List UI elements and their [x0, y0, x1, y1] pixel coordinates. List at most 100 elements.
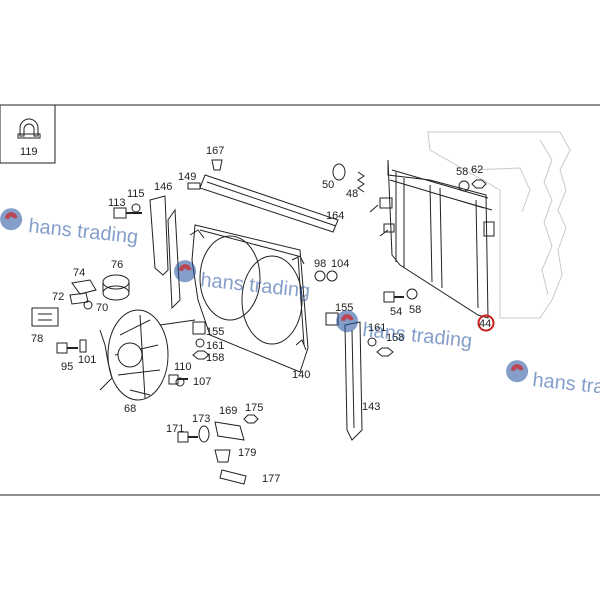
logo-circle-blue: [174, 260, 197, 283]
grommet-155-right[interactable]: [325, 312, 339, 326]
label-72[interactable]: 72: [52, 291, 64, 303]
label-161-left[interactable]: 161: [206, 340, 224, 352]
label-113[interactable]: 113: [108, 197, 126, 209]
label-143[interactable]: 143: [362, 401, 380, 413]
bracket-146-shape: [149, 195, 169, 276]
hans-trading-logo-icon: [336, 310, 359, 333]
nut-62[interactable]: [471, 179, 487, 189]
label-115[interactable]: 115: [127, 188, 145, 200]
grommet-155-shape: [192, 321, 206, 335]
label-70[interactable]: 70: [96, 302, 108, 314]
nut-62-hex: [471, 179, 487, 189]
label-104[interactable]: 104: [331, 258, 349, 270]
label-171[interactable]: 171: [166, 423, 184, 435]
retainer-177[interactable]: [219, 469, 247, 485]
label-54[interactable]: 54: [390, 306, 402, 318]
washer-58-top-ring: [458, 180, 470, 192]
fan-shroud[interactable]: [189, 224, 309, 373]
part-167-shape: [211, 159, 223, 171]
nut-158-right-hex: [376, 347, 394, 357]
bracket-169[interactable]: [214, 421, 245, 441]
connector-101-shape: [79, 339, 87, 353]
washer-58-top[interactable]: [458, 180, 470, 192]
screw-107[interactable]: [168, 374, 188, 385]
watermark-4: hans trading: [506, 360, 600, 402]
damper-76[interactable]: [102, 274, 130, 301]
screw-113-head: [113, 207, 127, 219]
label-76[interactable]: 76: [111, 259, 123, 271]
label-50[interactable]: 50: [322, 179, 334, 191]
label-158-left[interactable]: 158: [206, 352, 224, 364]
washer-115[interactable]: [131, 203, 141, 213]
label-110[interactable]: 110: [174, 361, 192, 373]
label-169[interactable]: 169: [219, 405, 237, 417]
nut-161-right[interactable]: [367, 337, 377, 347]
hans-trading-logo-icon: [0, 208, 23, 231]
label-167[interactable]: 167: [206, 145, 224, 157]
logo-swoosh-red: [511, 364, 524, 372]
watermark-3: hans trading: [336, 310, 473, 352]
grommet-155-left[interactable]: [192, 321, 206, 335]
resistor-78[interactable]: [31, 307, 59, 327]
label-173[interactable]: 173: [192, 413, 210, 425]
condenser-assembly[interactable]: [369, 159, 495, 319]
label-179[interactable]: 179: [238, 447, 256, 459]
label-146[interactable]: 146: [154, 181, 172, 193]
label-62[interactable]: 62: [471, 164, 483, 176]
label-161-right[interactable]: 161: [368, 322, 386, 334]
label-68[interactable]: 68: [124, 403, 136, 415]
condenser-core-lines: [395, 172, 479, 309]
shroud-tabs: [189, 229, 307, 351]
label-155-left[interactable]: 155: [206, 326, 224, 338]
screw-54[interactable]: [383, 291, 404, 303]
inset-clamp-119[interactable]: 119: [0, 104, 56, 164]
bracket-72[interactable]: [69, 292, 89, 305]
seal-strip[interactable]: [199, 174, 339, 233]
logo-swoosh-red: [5, 212, 18, 220]
part-167[interactable]: [211, 159, 223, 171]
condenser-fitting-lower: [383, 223, 395, 233]
screw-113[interactable]: [113, 207, 142, 219]
right-side-baffle[interactable]: [344, 321, 363, 441]
part-70[interactable]: [83, 300, 93, 310]
nut-161-left[interactable]: [195, 338, 205, 348]
fan-motor-hub: [117, 342, 143, 368]
label-98[interactable]: 98: [314, 258, 326, 270]
label-95[interactable]: 95: [61, 361, 73, 373]
nut-175[interactable]: [243, 414, 259, 424]
label-140[interactable]: 140: [292, 369, 310, 381]
washer-98[interactable]: [314, 270, 326, 282]
label-58-top[interactable]: 58: [456, 166, 468, 178]
hans-trading-logo-icon: [506, 360, 529, 383]
label-78[interactable]: 78: [31, 333, 43, 345]
spring-48[interactable]: [357, 171, 365, 193]
label-158-right[interactable]: 158: [386, 332, 404, 344]
label-107[interactable]: 107: [193, 376, 211, 388]
screw-171[interactable]: [177, 431, 198, 443]
screw-95[interactable]: [56, 342, 78, 354]
label-149[interactable]: 149: [178, 171, 196, 183]
fan-wire: [99, 329, 113, 391]
relay-74[interactable]: [71, 279, 97, 295]
label-177[interactable]: 177: [262, 473, 280, 485]
bushing-50[interactable]: [332, 163, 346, 181]
label-44[interactable]: 44: [479, 318, 491, 330]
fan-motor-assembly[interactable]: [99, 309, 196, 401]
label-164[interactable]: 164: [326, 210, 344, 222]
connector-101[interactable]: [79, 339, 87, 353]
left-side-bracket[interactable]: [149, 195, 181, 310]
label-48[interactable]: 48: [346, 188, 358, 200]
part-149[interactable]: [187, 182, 201, 190]
nut-158-left[interactable]: [192, 350, 210, 360]
nut-158-right[interactable]: [376, 347, 394, 357]
label-101[interactable]: 101: [78, 354, 96, 366]
label-74[interactable]: 74: [73, 267, 85, 279]
washer-58-bottom[interactable]: [406, 288, 418, 300]
washer-173[interactable]: [198, 425, 210, 443]
label-58-bottom[interactable]: 58: [409, 304, 421, 316]
label-175[interactable]: 175: [245, 402, 263, 414]
retainer-177-shape: [219, 469, 247, 485]
nut-104[interactable]: [326, 270, 338, 282]
clip-179[interactable]: [214, 449, 231, 463]
